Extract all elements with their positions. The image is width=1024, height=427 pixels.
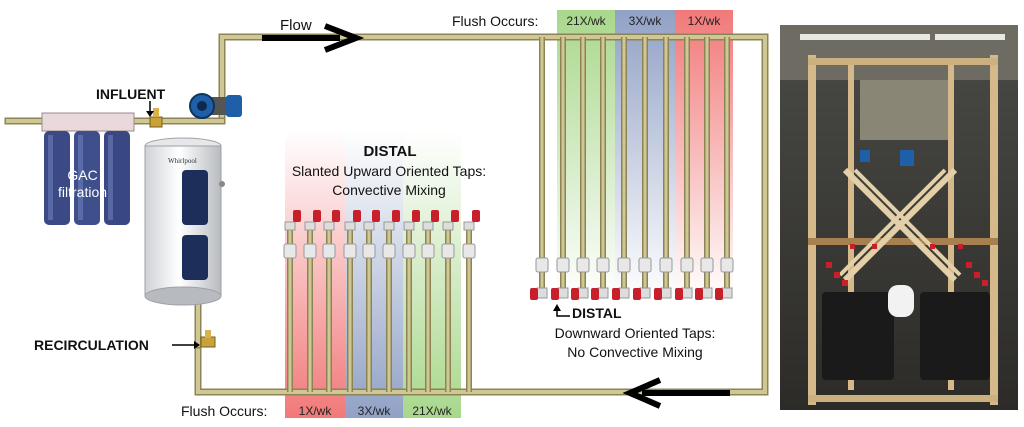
downward-tap-fitting	[659, 257, 673, 273]
water-heater-tank: Whirlpool	[144, 137, 225, 306]
bottom-band-label-1x: 1X/wk	[298, 404, 332, 418]
flush-occurs-bottom-label: Flush Occurs:	[181, 403, 268, 419]
downward-tap-fitting	[556, 257, 570, 273]
downward-taps-label-line1: Downward Oriented Taps:	[554, 325, 716, 341]
upward-tap-fitting	[402, 243, 416, 259]
recirculation-pointer	[172, 341, 200, 349]
downward-taps-label-line2: No Convective Mixing	[567, 344, 703, 360]
downward-tap-handle-icon	[530, 288, 538, 300]
upward-tap-fitting	[343, 243, 357, 259]
influent-label: INFLUENT	[96, 86, 166, 102]
bottom-band-3x	[345, 130, 403, 418]
bottom-band-label-3x: 3X/wk	[357, 404, 391, 418]
downward-tap-handle-icon	[633, 288, 641, 300]
downward-tap-fitting	[617, 257, 631, 273]
gac-filter-housing	[41, 112, 135, 225]
influent-pointer	[146, 101, 154, 117]
upward-tap-handle-icon	[451, 210, 459, 222]
downward-taps	[530, 37, 734, 300]
downward-tap-handle-icon	[695, 288, 703, 300]
flush-occurs-top-label: Flush Occurs:	[452, 13, 539, 29]
bottom-band-21x	[403, 130, 461, 418]
downward-tap-fitting	[700, 257, 714, 273]
upward-tap-fitting	[322, 243, 336, 259]
flow-arrow-top	[262, 23, 365, 53]
upward-tap-fitting	[441, 243, 455, 259]
downward-tap-handle-icon	[591, 288, 599, 300]
downward-tap-handle-icon	[571, 288, 579, 300]
downward-tap-fitting	[638, 257, 652, 273]
upward-tap-handle-icon	[372, 210, 380, 222]
downward-tap-fitting	[596, 257, 610, 273]
upward-tap-fitting	[303, 243, 317, 259]
downward-tap-handle-icon	[654, 288, 662, 300]
downward-tap-fitting	[535, 257, 549, 273]
downward-tap-handle-icon	[612, 288, 620, 300]
gac-filter-3	[104, 131, 130, 225]
lab-rig-photo	[780, 25, 1018, 410]
upward-tap-handle-icon	[293, 210, 301, 222]
distal-bottom-label: DISTAL	[572, 305, 622, 321]
top-band-label-1x: 1X/wk	[687, 14, 721, 28]
flow-label: Flow	[280, 17, 312, 34]
svg-text:Whirlpool: Whirlpool	[168, 157, 197, 165]
top-band-label-21x: 21X/wk	[566, 14, 606, 28]
downward-tap-fitting	[576, 257, 590, 273]
downward-tap-handle-icon	[675, 288, 683, 300]
flow-arrow-bottom	[622, 377, 730, 409]
upward-tap-handle-icon	[392, 210, 400, 222]
upward-tap-handle-icon	[313, 210, 321, 222]
bottom-flush-bands	[285, 130, 461, 418]
upward-tap-fitting	[362, 243, 376, 259]
recirculation-label: RECIRCULATION	[34, 337, 149, 353]
upward-taps-label-line2: Convective Mixing	[332, 182, 446, 198]
upward-tap-fitting	[421, 243, 435, 259]
top-band-label-3x: 3X/wk	[628, 14, 662, 28]
upward-taps	[283, 210, 480, 392]
influent-valve-icon	[149, 108, 163, 128]
distal-pointer	[553, 304, 570, 317]
downward-tap-fitting	[680, 257, 694, 273]
upward-tap-handle-icon	[332, 210, 340, 222]
upward-tap-handle-icon	[353, 210, 361, 222]
upward-tap-fitting	[283, 243, 297, 259]
bottom-band-label-21x: 21X/wk	[412, 404, 452, 418]
bottom-band-1x	[285, 130, 345, 418]
upward-tap-handle-icon	[412, 210, 420, 222]
upward-tap-fitting	[382, 243, 396, 259]
downward-tap-handle-icon	[715, 288, 723, 300]
upward-taps-label-line1: Slanted Upward Oriented Taps:	[291, 163, 487, 179]
distal-top-label: DISTAL	[363, 143, 417, 160]
pump-icon	[189, 93, 242, 119]
gac-label: GAC filtration	[58, 167, 108, 200]
upward-tap-handle-icon	[472, 210, 480, 222]
downward-tap-handle-icon	[551, 288, 559, 300]
upward-tap-fitting	[462, 243, 476, 259]
upward-tap-handle-icon	[431, 210, 439, 222]
downward-tap-fitting	[720, 257, 734, 273]
recirculation-valve-icon	[200, 330, 216, 348]
